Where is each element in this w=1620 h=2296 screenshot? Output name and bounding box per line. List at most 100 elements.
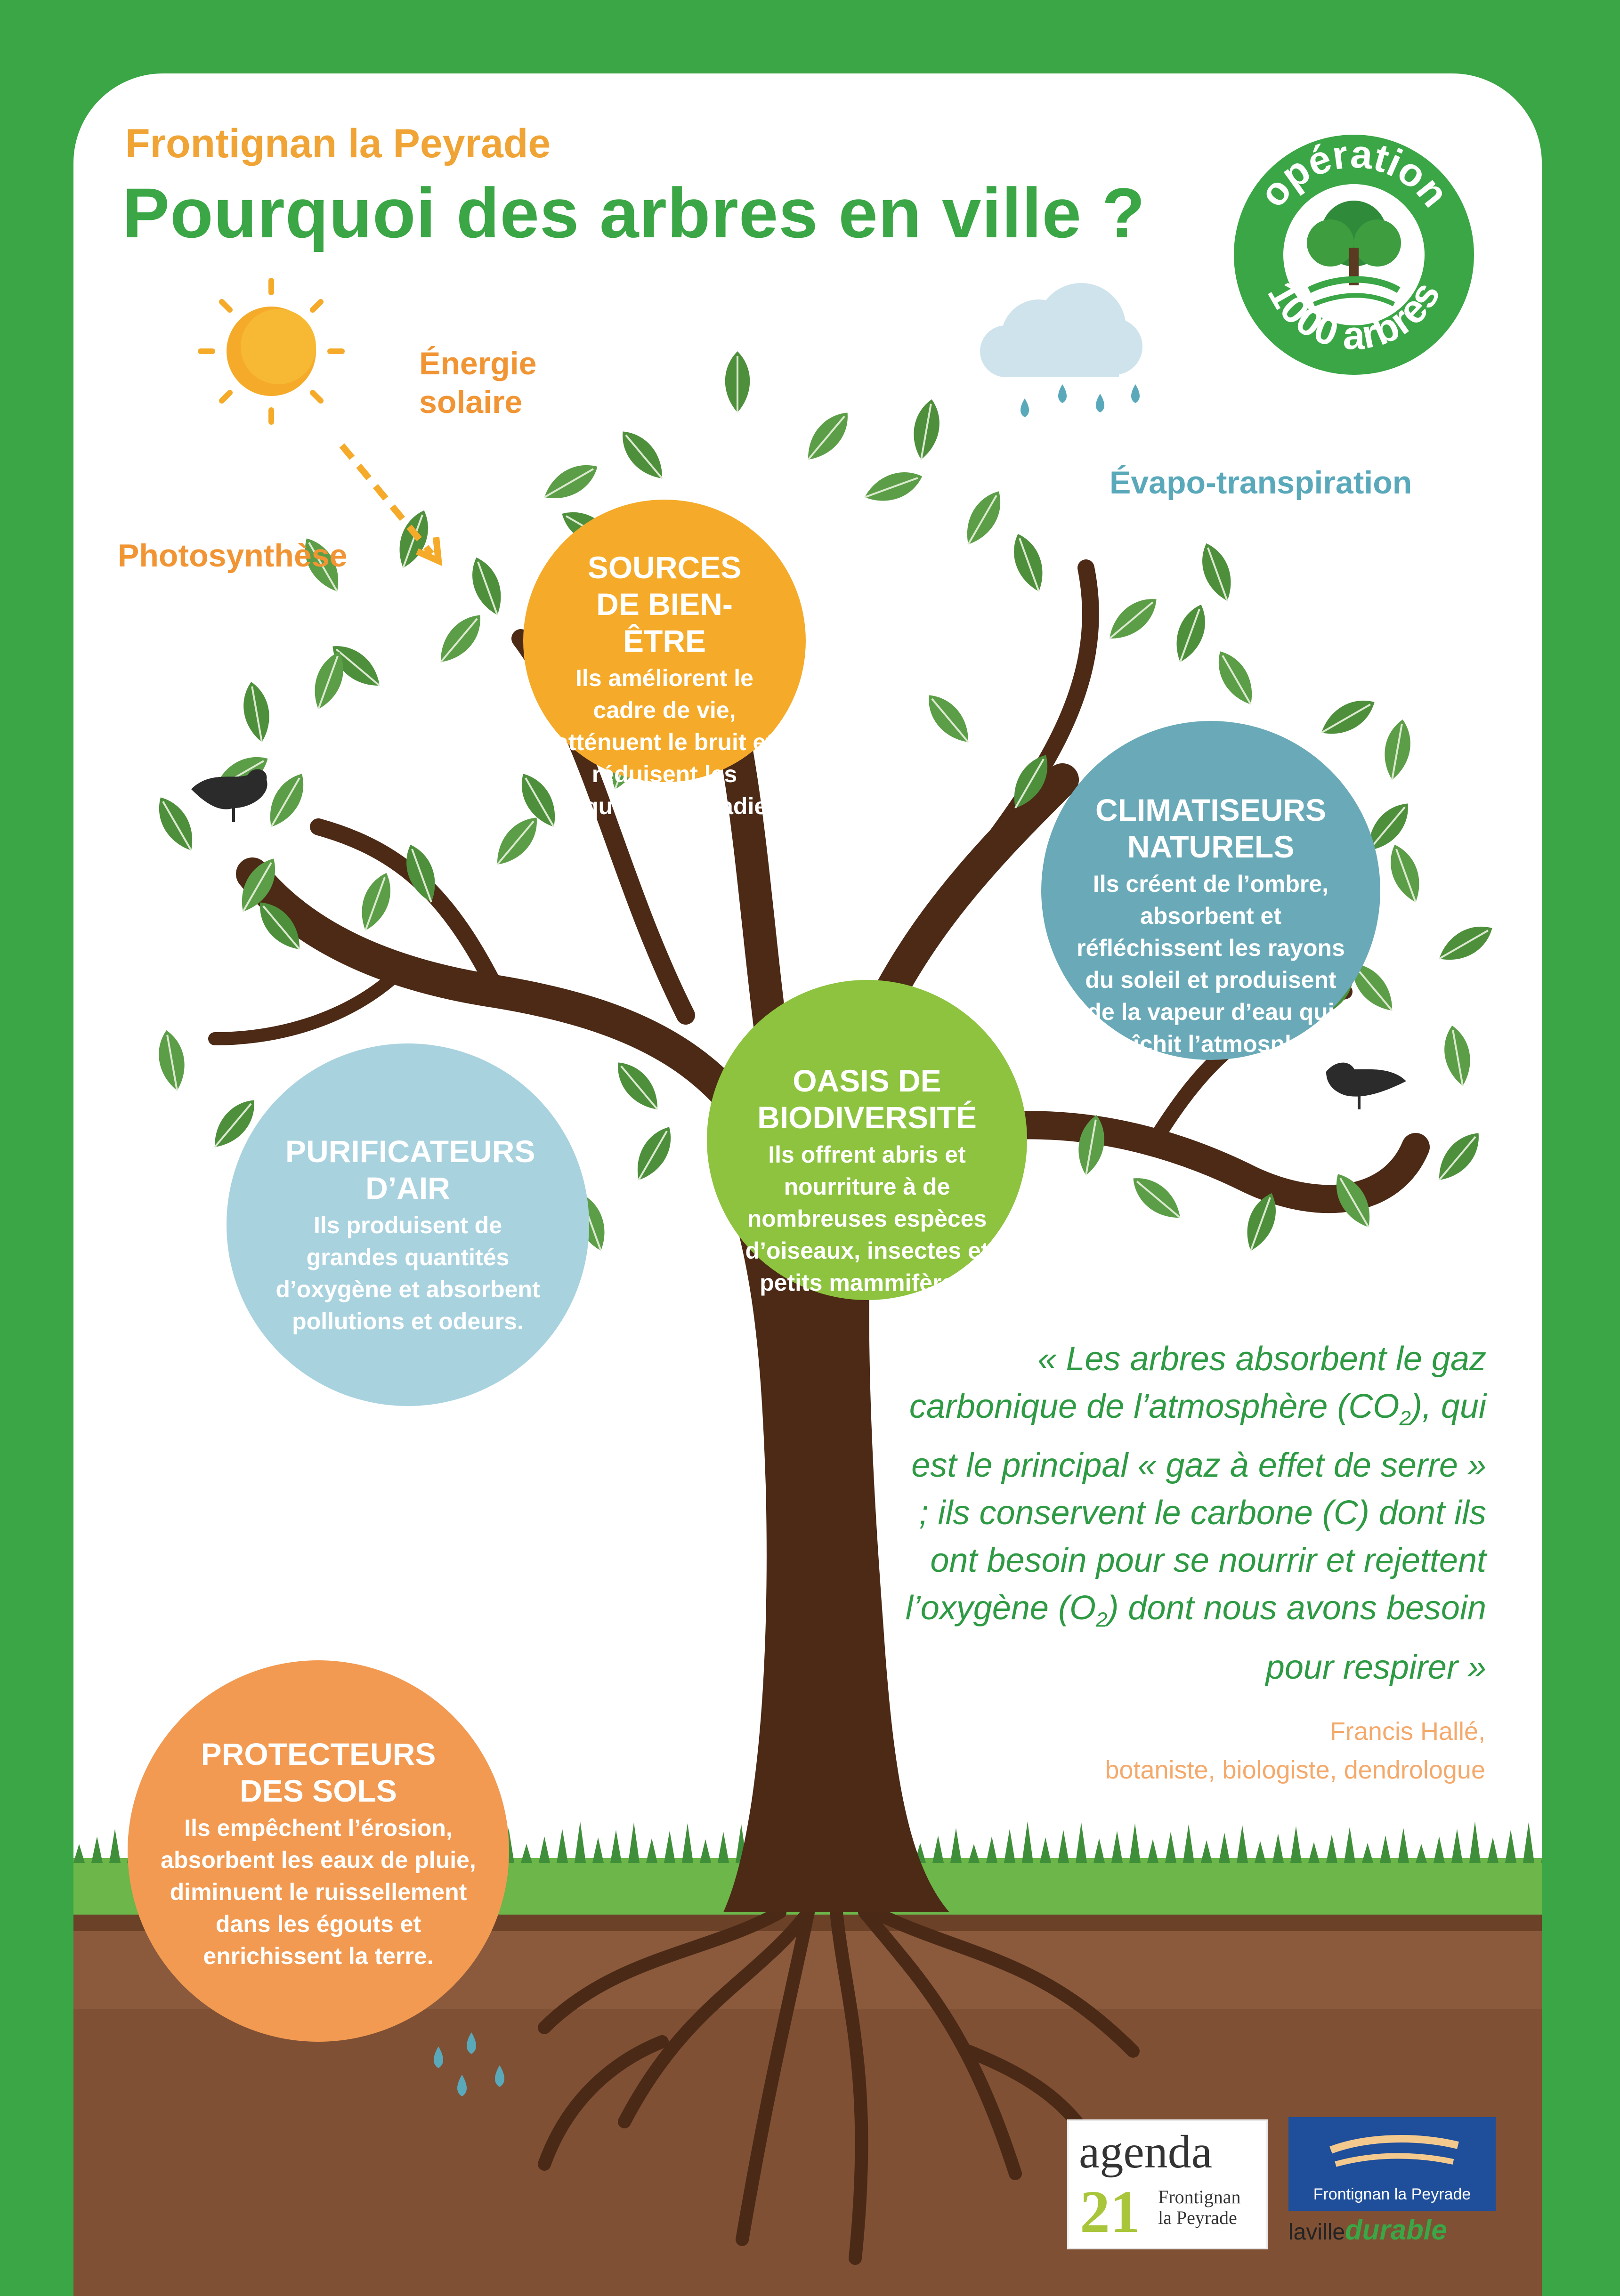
- grass-blade: [1129, 1823, 1141, 1863]
- leaf-vein: [1339, 1178, 1369, 1228]
- bird-icon: [191, 769, 267, 822]
- leaf-vein: [262, 905, 300, 950]
- leaf-vein: [1179, 608, 1200, 663]
- grass-blade: [932, 1835, 944, 1863]
- grass-blade: [1183, 1824, 1194, 1863]
- bubble-biodiversity-text: Ils offrent abris et nourriture à de nom…: [745, 1141, 989, 1296]
- grass-blade: [557, 1829, 568, 1863]
- leaf-vein: [162, 801, 192, 851]
- grass-blade: [1165, 1832, 1176, 1863]
- grass-blade: [610, 1830, 622, 1863]
- bird-icon: [1326, 1062, 1406, 1109]
- leaf-vein: [1452, 1030, 1464, 1086]
- leaf-vein: [544, 468, 594, 498]
- sun-icon: [198, 278, 345, 425]
- city-logo: Frontignan la Peyrade lavilledurable: [1288, 2117, 1496, 2251]
- leaf-vein: [807, 415, 845, 461]
- arrow-icon: [339, 443, 443, 566]
- grass-blade: [109, 1829, 121, 1863]
- water-drops-icon: [434, 2032, 504, 2096]
- poster-panel: Frontignan la Peyrade Pourquoi des arbre…: [73, 73, 1542, 2296]
- leaf-vein: [931, 698, 969, 743]
- grass-blade: [1451, 1829, 1463, 1863]
- bubble-climate: CLIMATISEURS NATURELS Ils créent de l’om…: [1041, 721, 1380, 1060]
- bubble-soil-text: Ils empêchent l’érosion, absorbent les e…: [161, 1815, 476, 1969]
- waves-icon: [1329, 2135, 1459, 2167]
- tree-trunk: [714, 1156, 949, 1912]
- leaf-vein: [496, 820, 535, 865]
- grass-blade: [968, 1844, 980, 1863]
- bubble-biodiversity: OASIS DE BIODIVERSITÉ Ils offrent abris …: [707, 980, 1027, 1300]
- grass-blade: [575, 1821, 586, 1863]
- quote-author: Francis Hallé, botaniste, biologiste, de…: [1105, 1712, 1485, 1789]
- bubble-air: PURIFICATEURS D’AIR Ils produisent de gr…: [227, 1043, 589, 1406]
- leaf-vein: [1136, 1180, 1181, 1219]
- leaf-vein: [270, 777, 300, 827]
- grass-blade: [91, 1836, 103, 1863]
- grass-blade: [1147, 1839, 1158, 1863]
- solar-energy-label: Énergie solaire: [419, 346, 537, 420]
- leaf-vein: [440, 618, 478, 663]
- leaf-vein: [402, 514, 423, 568]
- leaf-vein: [967, 495, 997, 545]
- grass-blade: [1541, 1859, 1542, 1863]
- tree-icon: [1307, 201, 1401, 307]
- grass-blade: [1523, 1822, 1534, 1863]
- grass-blade: [646, 1838, 657, 1863]
- leaf-vein: [477, 561, 498, 615]
- grass-blade: [1290, 1826, 1302, 1863]
- leaf-vein: [625, 434, 663, 479]
- grass-blade: [592, 1837, 604, 1863]
- grass-blade: [1022, 1821, 1033, 1863]
- grass-blade: [1040, 1837, 1051, 1863]
- grass-blade: [1219, 1833, 1230, 1863]
- leaf-vein: [638, 1131, 668, 1180]
- bubble-biodiversity-title: OASIS DE BIODIVERSITÉ: [757, 1063, 977, 1135]
- grass-blade: [1380, 1835, 1391, 1863]
- bubble-soil-title: PROTECTEURS DES SOLS: [201, 1737, 436, 1808]
- leaf-vein: [1368, 806, 1406, 851]
- leaf-vein: [525, 777, 555, 827]
- grass-blade: [1111, 1831, 1123, 1863]
- grass-blade: [1201, 1840, 1212, 1863]
- bubble-climate-text: Ils créent de l’ombre, absorbent et réfl…: [1077, 871, 1345, 1057]
- leaf-vein: [251, 686, 263, 743]
- grass-blade: [73, 1844, 85, 1863]
- bubble-wellbeing: SOURCES DE BIEN-ÊTRE Ils améliorent le c…: [523, 500, 806, 819]
- grass-blade: [1094, 1838, 1105, 1863]
- grass-blade: [1344, 1827, 1355, 1863]
- rain-cloud-icon: [980, 283, 1142, 417]
- grass-blade: [664, 1831, 675, 1863]
- evapo-label: Évapo-transpiration: [1110, 465, 1412, 501]
- grass-blade: [1505, 1830, 1516, 1863]
- bubble-wellbeing-title: SOURCES DE BIEN-ÊTRE: [587, 550, 742, 658]
- city-subtitle: Frontignan la Peyrade: [125, 121, 551, 166]
- operation-badge: opération 1000 arbres: [1234, 131, 1474, 375]
- grass-blade: [628, 1822, 640, 1863]
- leaf-vein: [411, 849, 432, 903]
- grass-blade: [1326, 1835, 1337, 1863]
- agenda21-logo: agenda 21 Frontignan la Peyrade: [1067, 2119, 1268, 2249]
- grass-blade: [700, 1839, 711, 1863]
- leaf-vein: [1207, 547, 1228, 601]
- leaf-vein: [1019, 538, 1040, 592]
- quote-text: « Les arbres absorbent le gaz carbonique…: [905, 1340, 1486, 1686]
- grass-blade: [1308, 1842, 1320, 1863]
- grass-blade: [1058, 1830, 1069, 1863]
- grass-blade: [1398, 1828, 1409, 1863]
- grass-blade: [718, 1832, 729, 1863]
- leaf-vein: [214, 1103, 252, 1148]
- bubble-wellbeing-text: Ils améliorent le cadre de vie, atténuen…: [555, 665, 774, 819]
- leaf-vein: [864, 477, 918, 498]
- leaf-vein: [1321, 703, 1371, 734]
- grass-blade: [1004, 1829, 1015, 1863]
- grass-blade: [986, 1836, 997, 1863]
- photosynthesis-label: Photosynthèse: [118, 538, 348, 574]
- leaf-vein: [1391, 724, 1403, 780]
- leaf-vein: [1085, 1119, 1097, 1176]
- grass-blade: [1237, 1825, 1248, 1863]
- grass-blade: [1272, 1834, 1284, 1863]
- grass-blade: [950, 1828, 962, 1863]
- leaf-vein: [242, 862, 272, 912]
- grass-blade: [1469, 1821, 1481, 1863]
